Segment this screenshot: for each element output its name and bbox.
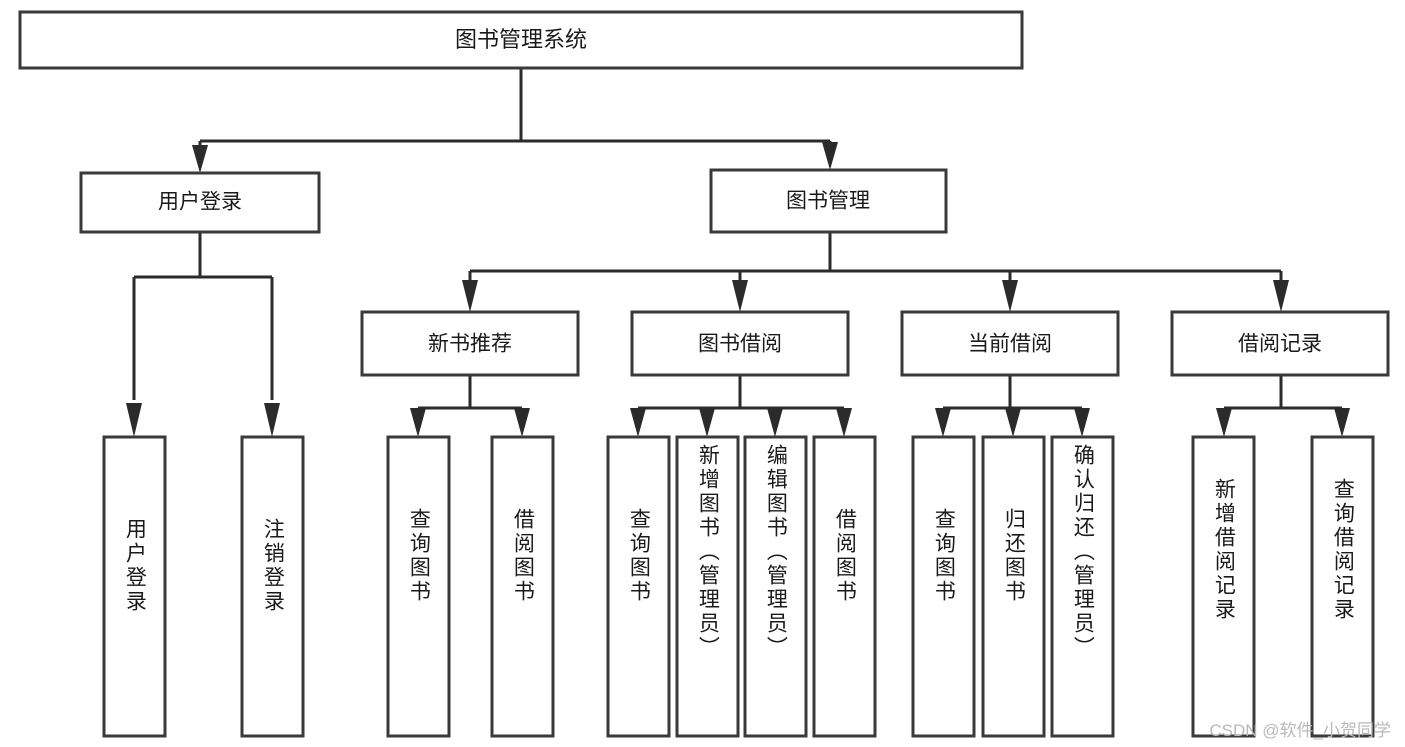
node-book-borrow[interactable] — [630, 310, 850, 377]
node-user-login[interactable] — [79, 171, 321, 234]
node-leaf-add-record[interactable] — [1191, 435, 1256, 738]
arrowhead-leaf-edit-book — [767, 408, 783, 437]
arrowhead-book-manage — [822, 142, 838, 170]
arrowhead-book-borrow — [732, 280, 748, 312]
nodes-group: 图书管理系统 用户登录 图书管理 新书推荐 图书借阅 当前借阅 借阅记录 — [18, 10, 1390, 738]
node-leaf-borrow-book-rec[interactable] — [490, 435, 555, 738]
node-leaf-borrow-book[interactable] — [812, 435, 877, 738]
node-root[interactable] — [18, 10, 1024, 70]
watermark-text: CSDN @软件_小贺同学 — [1209, 721, 1391, 740]
arrowhead-leaf-borrow-book — [836, 408, 852, 437]
node-borrow-record[interactable] — [1170, 310, 1390, 377]
node-book-borrow-label: 图书借阅 — [698, 333, 782, 356]
node-new-book-rec-label: 新书推荐 — [428, 333, 512, 356]
arrowhead-user-login — [192, 145, 208, 173]
node-new-book-rec[interactable] — [360, 310, 580, 377]
arrowhead-leaf-query-book-borrow — [630, 408, 646, 437]
arrowhead-leaf-query-book-cur — [935, 408, 951, 437]
arrowhead-leaf-add-book — [699, 408, 715, 437]
node-leaf-edit-book[interactable] — [743, 435, 808, 738]
arrowhead-leaf-return-book — [1005, 408, 1021, 437]
node-leaf-query-book-rec[interactable] — [386, 435, 451, 738]
arrowhead-new-book-rec — [462, 280, 478, 312]
arrowhead-leaf-logout — [264, 403, 280, 437]
node-borrow-record-label: 借阅记录 — [1238, 333, 1322, 356]
node-leaf-add-book[interactable] — [675, 435, 740, 738]
node-current-borrow-label: 当前借阅 — [968, 333, 1052, 356]
node-leaf-logout[interactable] — [240, 435, 305, 738]
arrowhead-leaf-query-record — [1334, 408, 1350, 437]
arrowhead-leaf-user-login — [126, 403, 142, 437]
connectors-group — [126, 68, 1350, 437]
node-book-manage-label: 图书管理 — [786, 190, 870, 213]
arrowhead-leaf-confirm-return — [1074, 408, 1090, 437]
arrowhead-current-borrow — [1002, 280, 1018, 312]
node-leaf-query-record[interactable] — [1310, 435, 1375, 738]
node-leaf-query-book-cur[interactable] — [911, 435, 976, 738]
node-root-label: 图书管理系统 — [455, 27, 587, 52]
node-book-manage[interactable] — [709, 168, 948, 234]
node-current-borrow[interactable] — [900, 310, 1120, 377]
arrowhead-leaf-add-record — [1216, 408, 1232, 437]
arrowhead-leaf-query-book-rec — [410, 408, 426, 437]
node-leaf-query-book-borrow[interactable] — [606, 435, 671, 738]
node-user-login-label: 用户登录 — [158, 191, 242, 214]
node-leaf-user-login[interactable] — [102, 435, 167, 738]
arrowhead-borrow-record — [1273, 280, 1289, 312]
node-leaf-return-book[interactable] — [981, 435, 1046, 738]
node-leaf-confirm-return[interactable] — [1050, 435, 1115, 738]
arrowhead-leaf-borrow-book-rec — [514, 408, 530, 437]
